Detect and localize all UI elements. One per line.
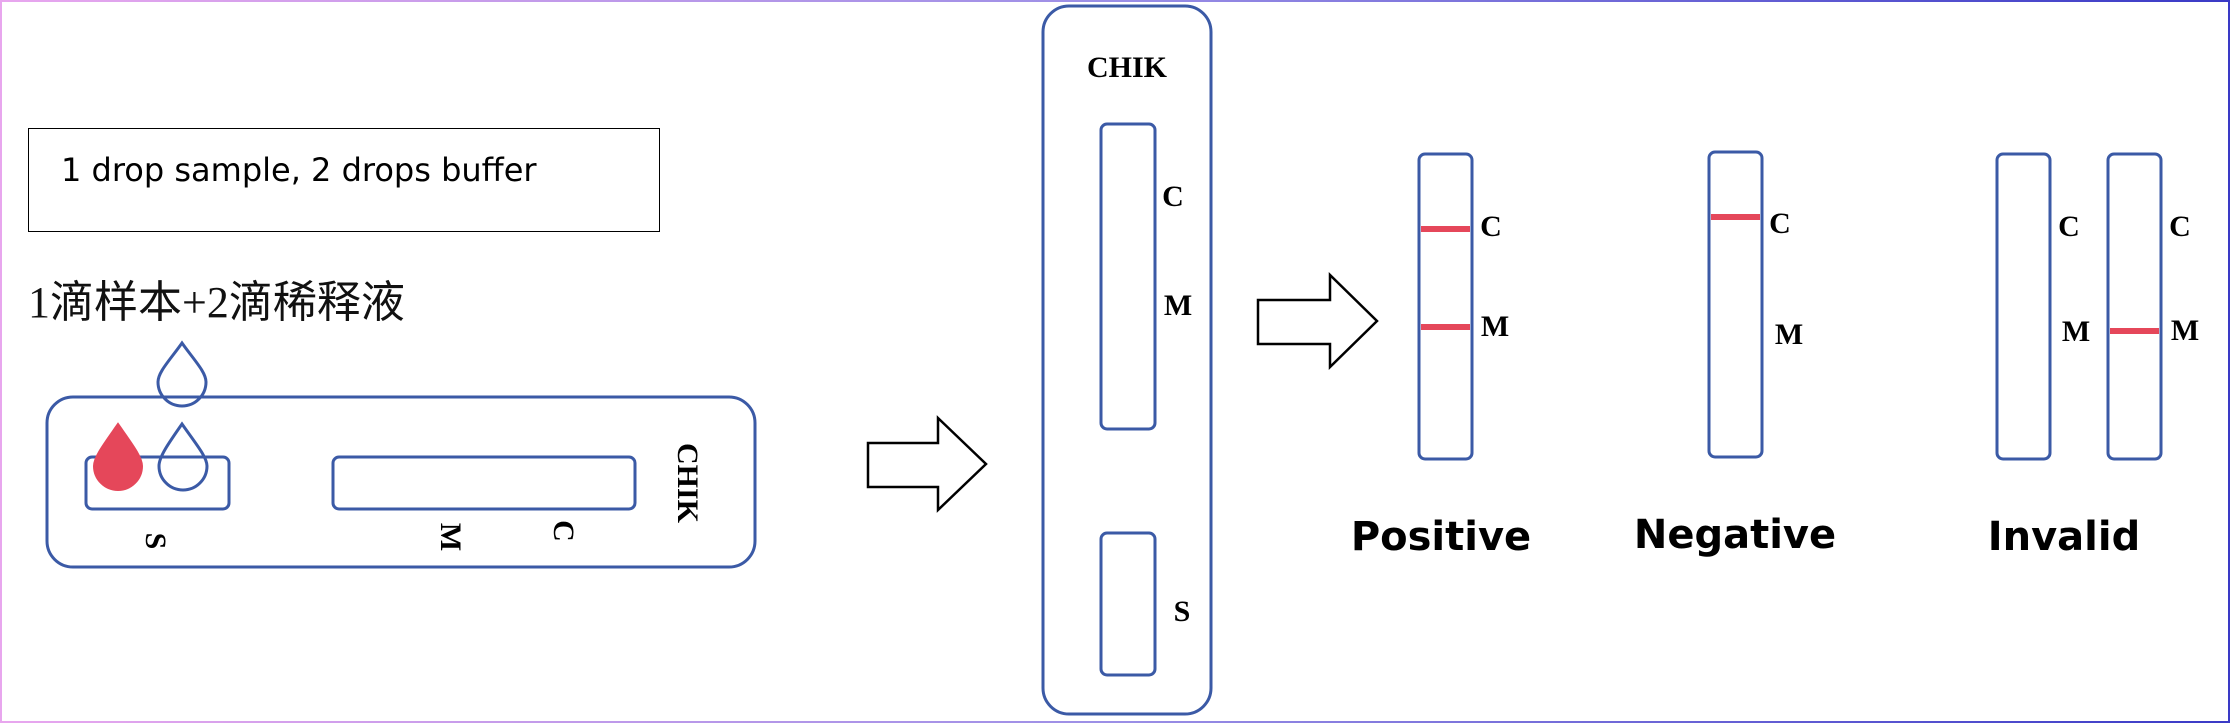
- instruction-chinese: 1滴样本+2滴稀释液: [28, 278, 405, 327]
- buffer-drop-well-icon: [157, 421, 209, 492]
- invalid-strip-2: [2106, 152, 2163, 461]
- positive-strip: [1417, 152, 1474, 461]
- negative-strip: [1707, 150, 1764, 459]
- test-window: [331, 455, 637, 511]
- invalid-c2-label: C: [2169, 210, 2191, 243]
- cassette-c-label: C: [547, 520, 580, 542]
- negative-title: Negative: [1634, 512, 1836, 558]
- vertical-c-label: C: [1162, 180, 1184, 213]
- cassette-body: [45, 395, 757, 569]
- sample-well: [84, 455, 231, 511]
- cassette-brand-label: CHIK: [671, 443, 704, 524]
- instruction-text: 1 drop sample, 2 drops buffer: [61, 151, 537, 189]
- invalid-c1-label: C: [2058, 210, 2080, 243]
- arrow-right-2-icon: [1256, 272, 1379, 370]
- positive-c-label: C: [1480, 210, 1502, 243]
- invalid-m2-label: M: [2171, 314, 2199, 347]
- invalid-title: Invalid: [1988, 514, 2140, 560]
- negative-m-label: M: [1775, 318, 1803, 351]
- positive-title: Positive: [1351, 514, 1531, 560]
- negative-c-label: C: [1769, 207, 1791, 240]
- vertical-s-label: S: [1174, 595, 1191, 628]
- vertical-sample-well: [1099, 531, 1157, 677]
- sample-drop-icon: [92, 422, 144, 491]
- vertical-cassette-body: [1041, 4, 1213, 716]
- cassette-s-label: S: [139, 533, 172, 550]
- cassette-m-label: M: [434, 523, 467, 551]
- instruction-box: 1 drop sample, 2 drops buffer: [28, 128, 660, 232]
- buffer-drop-top-icon: [156, 340, 208, 408]
- positive-m-label: M: [1481, 310, 1509, 343]
- vertical-m-label: M: [1164, 289, 1192, 322]
- invalid-strip-1: [1995, 152, 2052, 461]
- invalid-m1-label: M: [2062, 315, 2090, 348]
- vertical-cassette-brand: CHIK: [1087, 51, 1168, 84]
- vertical-test-window: [1099, 122, 1157, 431]
- arrow-right-1-icon: [866, 415, 988, 513]
